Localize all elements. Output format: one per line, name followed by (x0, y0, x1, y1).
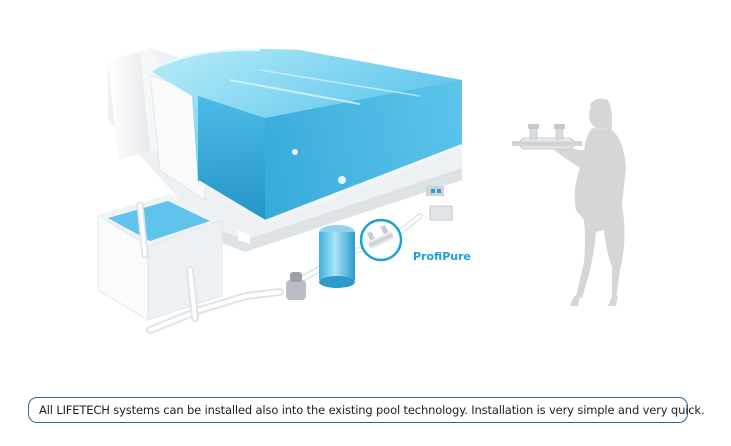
sand-filter (319, 225, 355, 288)
woman-silhouette-icon (552, 98, 626, 306)
pump (286, 272, 306, 300)
caption-box: All LIFETECH systems can be installed al… (28, 397, 705, 423)
pool-installation-illustration (97, 48, 626, 334)
caption-text: All LIFETECH systems can be installed al… (39, 403, 705, 417)
profipure-device-icon (512, 124, 582, 150)
profipure-unit (359, 218, 403, 262)
balance-tank (97, 194, 223, 321)
profipure-label: ProfiPure (413, 250, 471, 263)
pool-rim (196, 144, 463, 244)
control-boxes (426, 186, 453, 221)
